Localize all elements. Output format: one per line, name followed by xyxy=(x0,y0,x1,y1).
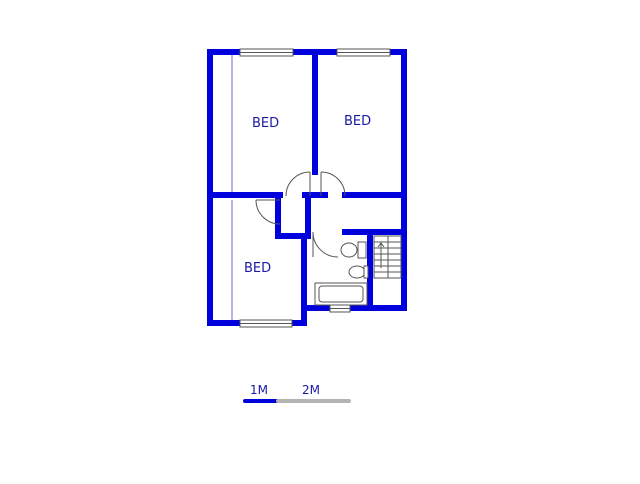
walls xyxy=(207,49,407,326)
door-swing-icon xyxy=(255,199,281,225)
door-swing-icon xyxy=(320,171,346,197)
room-label-bed-2: BED xyxy=(344,114,372,129)
room-label-bed-3: BED xyxy=(244,261,272,276)
basin-icon xyxy=(348,265,369,279)
door-swing-icon xyxy=(312,231,339,258)
bathtub-icon xyxy=(314,282,368,306)
window-icon xyxy=(239,319,293,328)
scale-label-1m: 1M xyxy=(250,383,268,397)
room-label-bed-1: BED xyxy=(252,116,280,131)
staircase-icon xyxy=(373,235,402,279)
toilet-icon xyxy=(340,241,367,259)
window-icon xyxy=(329,304,351,313)
window-icon xyxy=(239,48,294,57)
window-icon xyxy=(336,48,391,57)
door-swing-icon xyxy=(285,171,311,197)
scale-label-2m: 2M xyxy=(302,383,320,397)
